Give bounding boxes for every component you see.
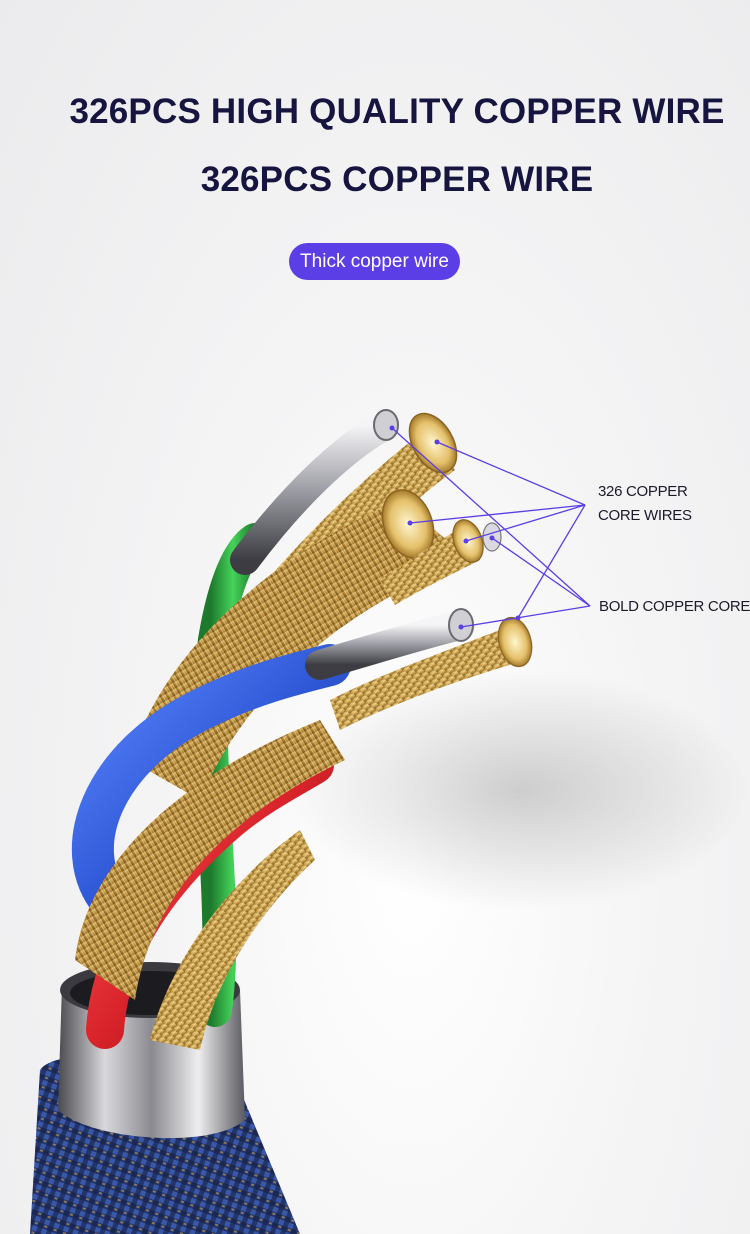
headline-primary: 326PCS HIGH QUALITY COPPER WIRE: [69, 92, 725, 131]
blue-wire: [71, 644, 351, 921]
copper-bundle-top-end: [408, 412, 458, 474]
copper-twist-front: [75, 720, 345, 1000]
copper-bundle-right: [330, 625, 525, 730]
silver-conductor-right: [305, 610, 475, 680]
callout-core-wires-line2: CORE WIRES: [598, 507, 692, 524]
headline-secondary: 326PCS COPPER WIRE: [200, 160, 594, 199]
silver-conductor-top: [230, 410, 400, 575]
silver-conductor-top-end: [373, 409, 399, 441]
thick-copper-wire-badge: Thick copper wire: [289, 243, 460, 280]
callout-bold-copper-core: BOLD COPPER CORE: [599, 598, 750, 615]
copper-bundle-right-end: [497, 616, 533, 668]
cable-shadow: [290, 670, 750, 910]
callout-leader-lines: [391, 427, 591, 628]
callout-core-wires-line1: 326 COPPER: [598, 483, 688, 500]
copper-twist-lower: [150, 830, 315, 1050]
callout-anchor-dots: [389, 425, 521, 630]
callout-core-wires: 326 COPPER CORE WIRES: [598, 480, 738, 528]
